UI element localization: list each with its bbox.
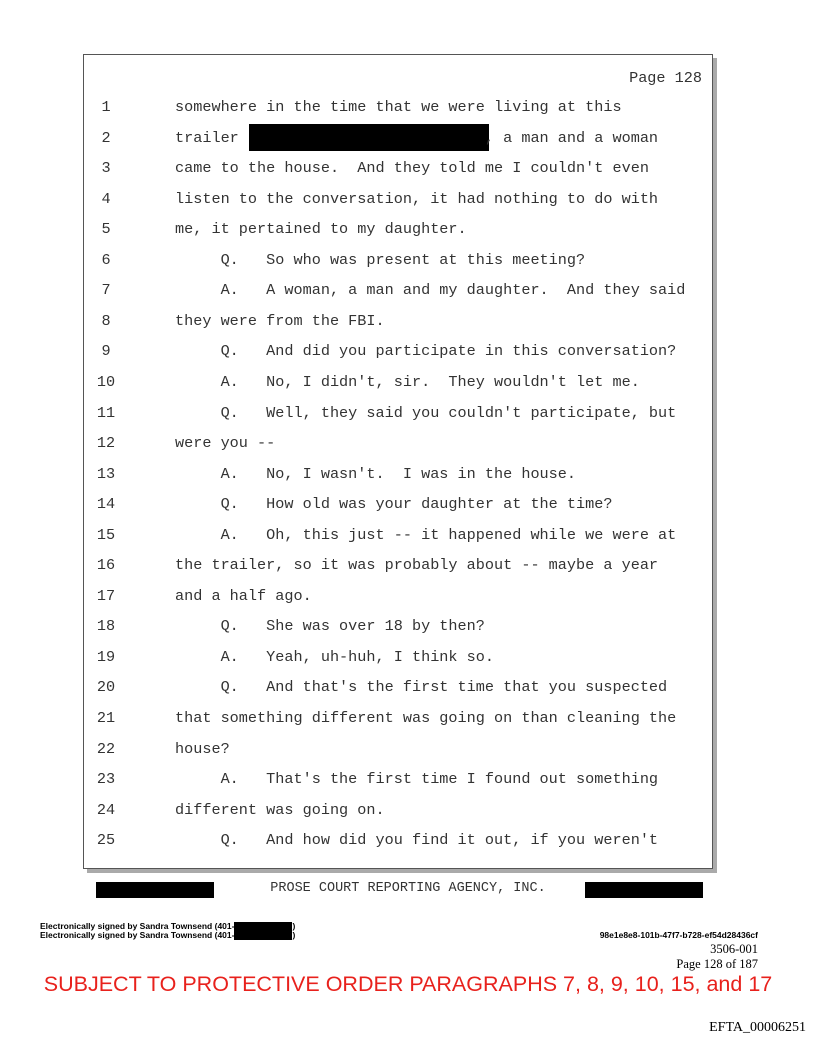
line-number: 13 xyxy=(96,464,116,483)
line-text: that something different was going on th… xyxy=(175,709,677,727)
line-text: A. No, I wasn't. I was in the house. xyxy=(175,464,577,483)
line-number: 11 xyxy=(96,403,116,422)
line-number: 7 xyxy=(101,281,111,300)
redaction-bar xyxy=(96,882,214,898)
line-text: and a half ago. xyxy=(175,586,312,605)
line-text: A. A woman, a man and my daughter. And t… xyxy=(175,281,686,300)
line-text: house? xyxy=(175,739,230,758)
line-number: 25 xyxy=(96,831,116,850)
page-label: Page 128 xyxy=(629,69,702,87)
line-text: Q. And how did you find it out, if you w… xyxy=(175,831,659,850)
line-number: 10 xyxy=(96,372,116,391)
line-text: somewhere in the time that we were livin… xyxy=(175,98,622,116)
line-text: they were from the FBI. xyxy=(175,311,385,330)
signature-line: Electronically signed by Sandra Townsend… xyxy=(40,930,296,941)
line-text: A. Yeah, uh-huh, I think so. xyxy=(175,647,494,666)
line-text: the trailer, so it was probably about --… xyxy=(175,556,659,575)
line-text: Q. How old was your daughter at the time… xyxy=(175,495,613,514)
line-number: 12 xyxy=(96,434,116,453)
line-number: 23 xyxy=(96,770,116,789)
line-number: 18 xyxy=(96,617,116,636)
protective-order-notice: SUBJECT TO PROTECTIVE ORDER PARAGRAPHS 7… xyxy=(43,972,773,996)
line-text: Q. Well, they said you couldn't particip… xyxy=(175,403,677,422)
line-text: were you -- xyxy=(175,434,276,453)
redaction-bar xyxy=(234,931,293,941)
page-of: Page 128 of 187 xyxy=(676,957,758,971)
line-number: 4 xyxy=(101,189,111,208)
line-number: 16 xyxy=(96,556,116,575)
transcript-lines: 1 somewhere in the time that we were livi… xyxy=(84,55,712,868)
line-number: 6 xyxy=(101,250,111,269)
line-number: 22 xyxy=(96,739,116,758)
redaction-bar xyxy=(249,124,489,151)
line-number: 5 xyxy=(101,220,111,239)
signature-text: Electronically signed by Sandra Townsend… xyxy=(40,921,235,931)
line-number: 15 xyxy=(96,525,116,544)
line-number: 1 xyxy=(101,98,111,116)
line-number: 14 xyxy=(96,495,116,514)
signature-text: Electronically signed by Sandra Townsend… xyxy=(40,930,235,940)
line-text: listen to the conversation, it had nothi… xyxy=(175,189,659,208)
line-text: Q. She was over 18 by then? xyxy=(175,617,485,636)
line-text: A. That's the first time I found out som… xyxy=(175,770,659,789)
line-text: Q. And did you participate in this conve… xyxy=(175,342,677,361)
line-number: 3 xyxy=(101,159,111,178)
line-text: me, it pertained to my daughter. xyxy=(175,220,467,239)
line-text: Q. So who was present at this meeting? xyxy=(175,250,586,269)
line-text: A. Oh, this just -- it happened while we… xyxy=(175,525,677,544)
signature-line: Electronically signed by Sandra Townsend… xyxy=(40,921,296,932)
line-number: 8 xyxy=(101,311,111,330)
line-number: 20 xyxy=(96,678,116,697)
line-text: came to the house. And they told me I co… xyxy=(175,159,649,178)
line-text: A. No, I didn't, sir. They wouldn't let … xyxy=(175,372,640,391)
document-hash: 98e1e8e8-101b-47f7-b728-ef54d28436cf xyxy=(599,930,758,940)
signature-close: ) xyxy=(292,930,296,940)
line-number: 21 xyxy=(96,709,116,727)
redaction-bar xyxy=(585,882,703,898)
line-text: different was going on. xyxy=(175,800,385,819)
line-text: trailer , a man and a woman xyxy=(175,128,659,147)
line-number: 24 xyxy=(96,800,116,819)
redaction-bar xyxy=(234,922,293,932)
bates-number: EFTA_00006251 xyxy=(709,1020,806,1035)
line-number: 2 xyxy=(101,128,111,147)
line-number: 17 xyxy=(96,586,116,605)
transcript-page: Page 128 1 somewhere in the time that we … xyxy=(83,54,713,869)
signature-close: ) xyxy=(292,921,296,931)
agency-name: PROSE COURT REPORTING AGENCY, INC. xyxy=(270,881,546,896)
line-number: 19 xyxy=(96,647,116,666)
line-text: Q. And that's the first time that you su… xyxy=(175,678,668,697)
doc-number: 3506-001 xyxy=(710,942,758,956)
line-number: 9 xyxy=(101,342,111,361)
